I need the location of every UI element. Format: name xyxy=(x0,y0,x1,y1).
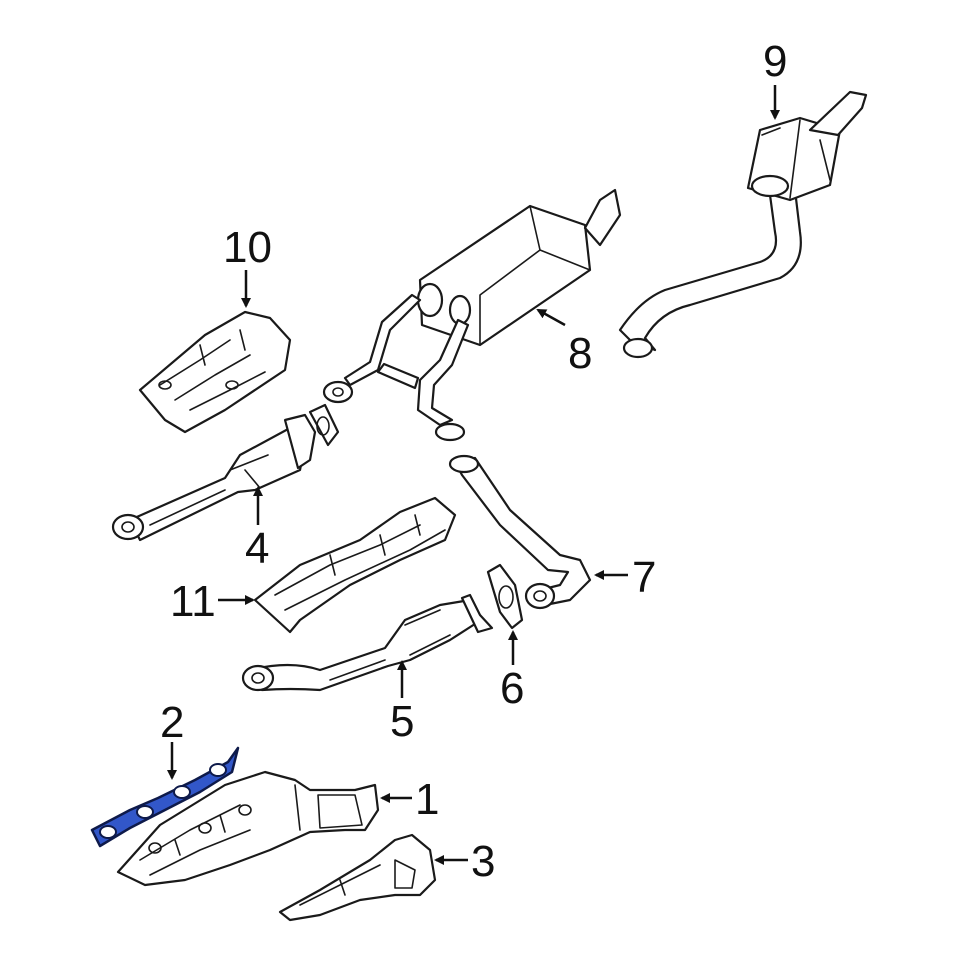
callout-arrows xyxy=(167,85,780,865)
callout-label-5: 5 xyxy=(390,697,414,746)
callout-label-2: 2 xyxy=(160,698,184,747)
callout-label-9: 9 xyxy=(763,37,787,86)
part-5-front-pipe-lower[interactable] xyxy=(241,593,494,692)
part-6-gasket[interactable] xyxy=(486,563,524,630)
part-11-heat-shield-lower[interactable] xyxy=(253,496,457,634)
callout-label-8: 8 xyxy=(568,329,592,378)
part-1-exhaust-manifold[interactable] xyxy=(116,770,380,887)
callout-label-3: 3 xyxy=(471,837,495,886)
part-7-connecting-pipe[interactable] xyxy=(448,454,592,610)
callout-label-6: 6 xyxy=(500,664,524,713)
part-10-heat-shield-upper[interactable] xyxy=(138,310,292,434)
part-3-manifold-heat-shield[interactable] xyxy=(278,833,437,922)
callout-label-4: 4 xyxy=(245,524,269,573)
callout-labels: 1 2 3 4 5 6 7 8 9 10 11 xyxy=(160,37,787,886)
callout-label-11: 11 xyxy=(170,577,216,626)
callout-label-10: 10 xyxy=(223,223,272,272)
callout-label-1: 1 xyxy=(415,775,439,824)
part-2-manifold-gasket[interactable] xyxy=(90,746,240,848)
part-4-front-pipe-upper[interactable] xyxy=(111,403,340,542)
callout-arrow-8 xyxy=(536,308,566,327)
callout-label-7: 7 xyxy=(632,553,656,602)
part-9-rear-muffler-tailpipe[interactable] xyxy=(618,90,868,359)
part-8-center-muffler[interactable] xyxy=(322,188,622,442)
